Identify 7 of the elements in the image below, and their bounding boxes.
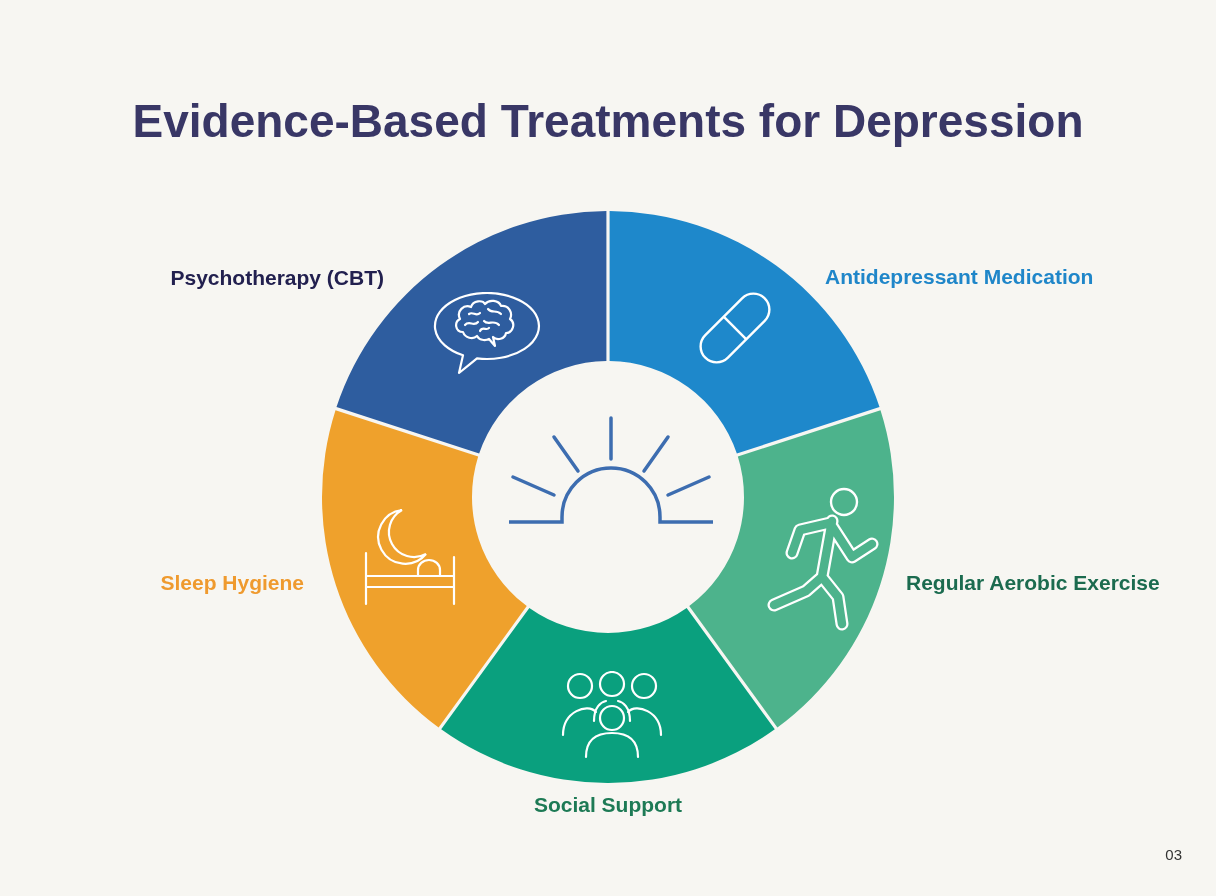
segment-label: Sleep Hygiene: [160, 570, 304, 596]
title: Evidence-Based Treatments for Depression: [132, 94, 1084, 148]
segment-label: Regular Aerobic Exercise: [906, 570, 1160, 596]
page-number: 03: [1165, 846, 1182, 864]
segment-label: Antidepressant Medication: [825, 264, 1094, 290]
segment-label: Psychotherapy (CBT): [170, 265, 384, 291]
segment-label: Social Support: [533, 792, 683, 818]
